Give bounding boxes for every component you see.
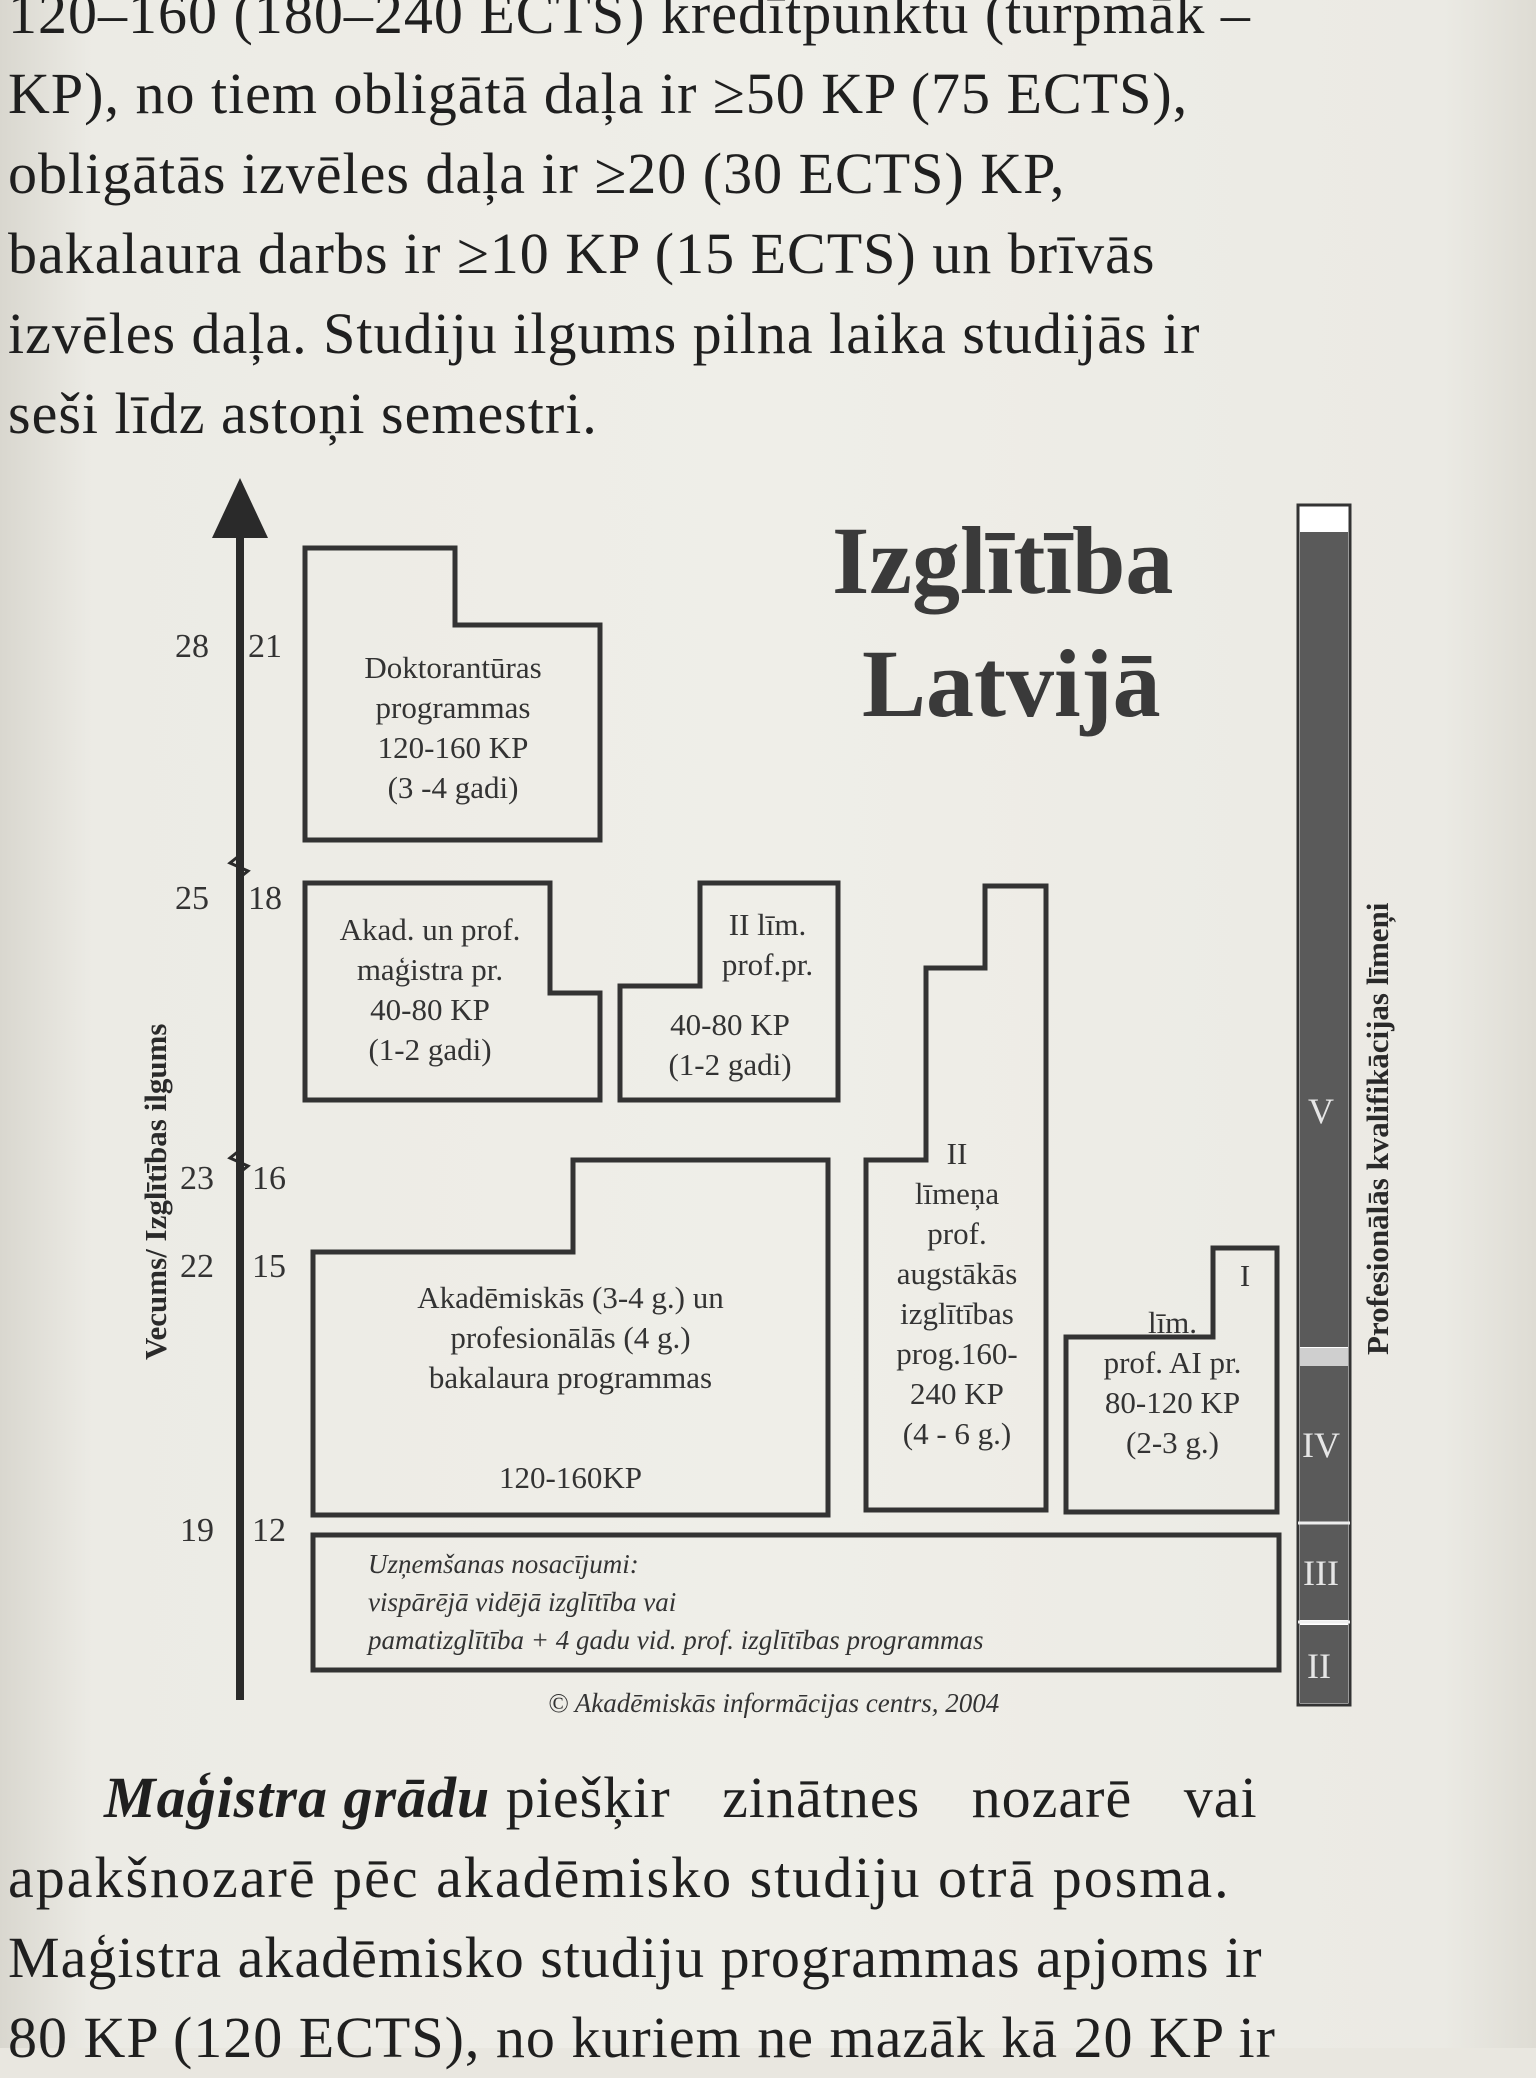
- years-label: 21: [248, 628, 282, 665]
- entry-text: Uzņemšanas nosacījumi: vispārējā vidējā …: [368, 1545, 1273, 1659]
- emphasis-term: Maģistra grādu: [104, 1765, 491, 1830]
- text-line: KP), no tiem obligātā daļa ir ≥50 KP (75…: [8, 61, 1189, 126]
- bachelor-box: [310, 1157, 831, 1518]
- second-level-higher-line: prof.: [927, 1216, 987, 1251]
- second-level-higher-box: [863, 883, 1049, 1513]
- age-label: 28: [175, 628, 209, 665]
- text-line: 80 KP (120 ECTS), no kuriem ne mazāk kā …: [8, 2005, 1276, 2070]
- first-level-line: līm.: [1147, 1305, 1198, 1340]
- masters-line: maģistra pr.: [356, 952, 504, 987]
- second-level-prof-line: prof.pr.: [721, 947, 814, 982]
- first-level-text: līm. prof. AI pr. 80-120 KP (2-3 g.): [1070, 1303, 1275, 1463]
- doctoral-line: Doktorantūras: [364, 650, 542, 685]
- qualification-bar: [1296, 503, 1352, 1707]
- entry-box: [310, 1532, 1282, 1673]
- second-level-higher-text: II līmeņa prof. augstākās izglītības pro…: [868, 1134, 1046, 1454]
- copyright-note: © Akadēmiskās informācijas centrs, 2004: [548, 1688, 1000, 1718]
- bachelor-line: Akadēmiskās (3-4 g.) un: [417, 1280, 724, 1315]
- first-level-roman: I: [1239, 1258, 1251, 1293]
- second-level-higher-line: 240 KP: [910, 1376, 1004, 1411]
- bachelor-text: Akadēmiskās (3-4 g.) un profesionālās (4…: [318, 1278, 823, 1398]
- vertical-axis-label: Vecums/ Izglītības ilgums: [138, 1023, 173, 1360]
- text-line-first: Maģistra grādu piešķir zinātnes nozarē v…: [8, 1758, 1444, 1838]
- bachelor-credits: 120-160KP: [499, 1460, 642, 1495]
- axis-arrow: [212, 478, 268, 1700]
- level-ii-label: II: [1307, 1646, 1331, 1686]
- text-line: seši līdz astoņi semestri.: [8, 381, 598, 446]
- second-level-higher-line: prog.160-: [896, 1336, 1018, 1371]
- doctoral-line: 120-160 KP: [377, 730, 529, 765]
- age-label: 19: [180, 1512, 214, 1549]
- second-level-higher-line: līmeņa: [914, 1176, 1000, 1211]
- text-line: 120–160 (180–240 ECTS) kredītpunktu (tur…: [8, 0, 1251, 46]
- text-line: obligātās izvēles daļa ir ≥20 (30 ECTS) …: [8, 141, 1066, 206]
- first-level-line: (2-3 g.): [1126, 1425, 1219, 1460]
- doctoral-line: programmas: [375, 690, 531, 725]
- bachelor-line: bakalaura programmas: [428, 1360, 713, 1395]
- entry-line: Uzņemšanas nosacījumi:: [368, 1549, 639, 1579]
- second-level-prof-credits: 40-80 KP (1-2 gadi): [625, 1005, 835, 1085]
- first-level-box: [1063, 1245, 1280, 1515]
- bachelor-line: profesionālās (4 g.): [450, 1320, 691, 1355]
- age-label: 22: [180, 1248, 214, 1285]
- text-segment: piešķir zinātnes nozarē vai: [505, 1765, 1258, 1830]
- doctoral-text: Doktorantūras programmas 120-160 KP (3 -…: [308, 648, 598, 808]
- masters-line: 40-80 KP: [370, 992, 490, 1027]
- second-level-higher-line: (4 - 6 g.): [902, 1416, 1012, 1451]
- first-level-line: 80-120 KP: [1104, 1385, 1241, 1420]
- second-level-higher-line: II: [946, 1136, 968, 1171]
- bottom-paragraph: Maģistra grādu piešķir zinātnes nozarē v…: [8, 1758, 1444, 2078]
- second-level-higher-line: augstākās: [896, 1256, 1018, 1291]
- first-level-line: prof. AI pr.: [1103, 1345, 1242, 1380]
- level-iv-label: IV: [1302, 1425, 1340, 1465]
- right-bar-label: Profesionālās kvalifikācijas līmeņi: [1360, 902, 1395, 1355]
- entry-line: vispārējā vidējā izglītība vai: [368, 1587, 677, 1617]
- doctoral-line: (3 -4 gadi): [387, 770, 519, 805]
- years-label: 16: [252, 1160, 286, 1197]
- level-iii-label: III: [1303, 1553, 1339, 1593]
- diagram-title-line1: Izglītība: [832, 507, 1174, 614]
- years-label: 12: [252, 1512, 286, 1549]
- text-line: izvēles daļa. Studiju ilgums pilna laika…: [8, 301, 1201, 366]
- age-label: 23: [180, 1160, 214, 1197]
- masters-box: [302, 880, 603, 1103]
- masters-line: (1-2 gadi): [368, 1032, 492, 1067]
- second-level-prof-box: [617, 880, 841, 1103]
- years-label: 15: [252, 1248, 286, 1285]
- second-level-prof-line: II līm.: [728, 907, 807, 942]
- masters-text: Akad. un prof. maģistra pr. 40-80 KP (1-…: [300, 910, 560, 1070]
- top-paragraph: 120–160 (180–240 ECTS) kredītpunktu (tur…: [8, 0, 1444, 454]
- text-line: apakšnozarē pēc akadēmisko studiju otrā …: [8, 1845, 1231, 1910]
- years-label: 18: [248, 880, 282, 917]
- second-level-higher-line: izglītības: [900, 1296, 1014, 1331]
- second-level-prof-title: II līm. prof.pr.: [700, 905, 835, 985]
- text-line: bakalaura darbs ir ≥10 KP (15 ECTS) un b…: [8, 221, 1156, 286]
- second-level-prof-line: (1-2 gadi): [668, 1047, 792, 1082]
- diagram-title-line2: Latvijā: [862, 630, 1161, 737]
- level-v-label: V: [1308, 1091, 1334, 1131]
- age-label: 25: [175, 880, 209, 917]
- second-level-prof-line: 40-80 KP: [670, 1007, 790, 1042]
- masters-line: Akad. un prof.: [339, 912, 521, 947]
- doctoral-box: [302, 545, 603, 843]
- entry-line: pamatizglītība + 4 gadu vid. prof. izglī…: [368, 1625, 984, 1655]
- text-line: Maģistra akadēmisko studiju programmas a…: [8, 1925, 1263, 1990]
